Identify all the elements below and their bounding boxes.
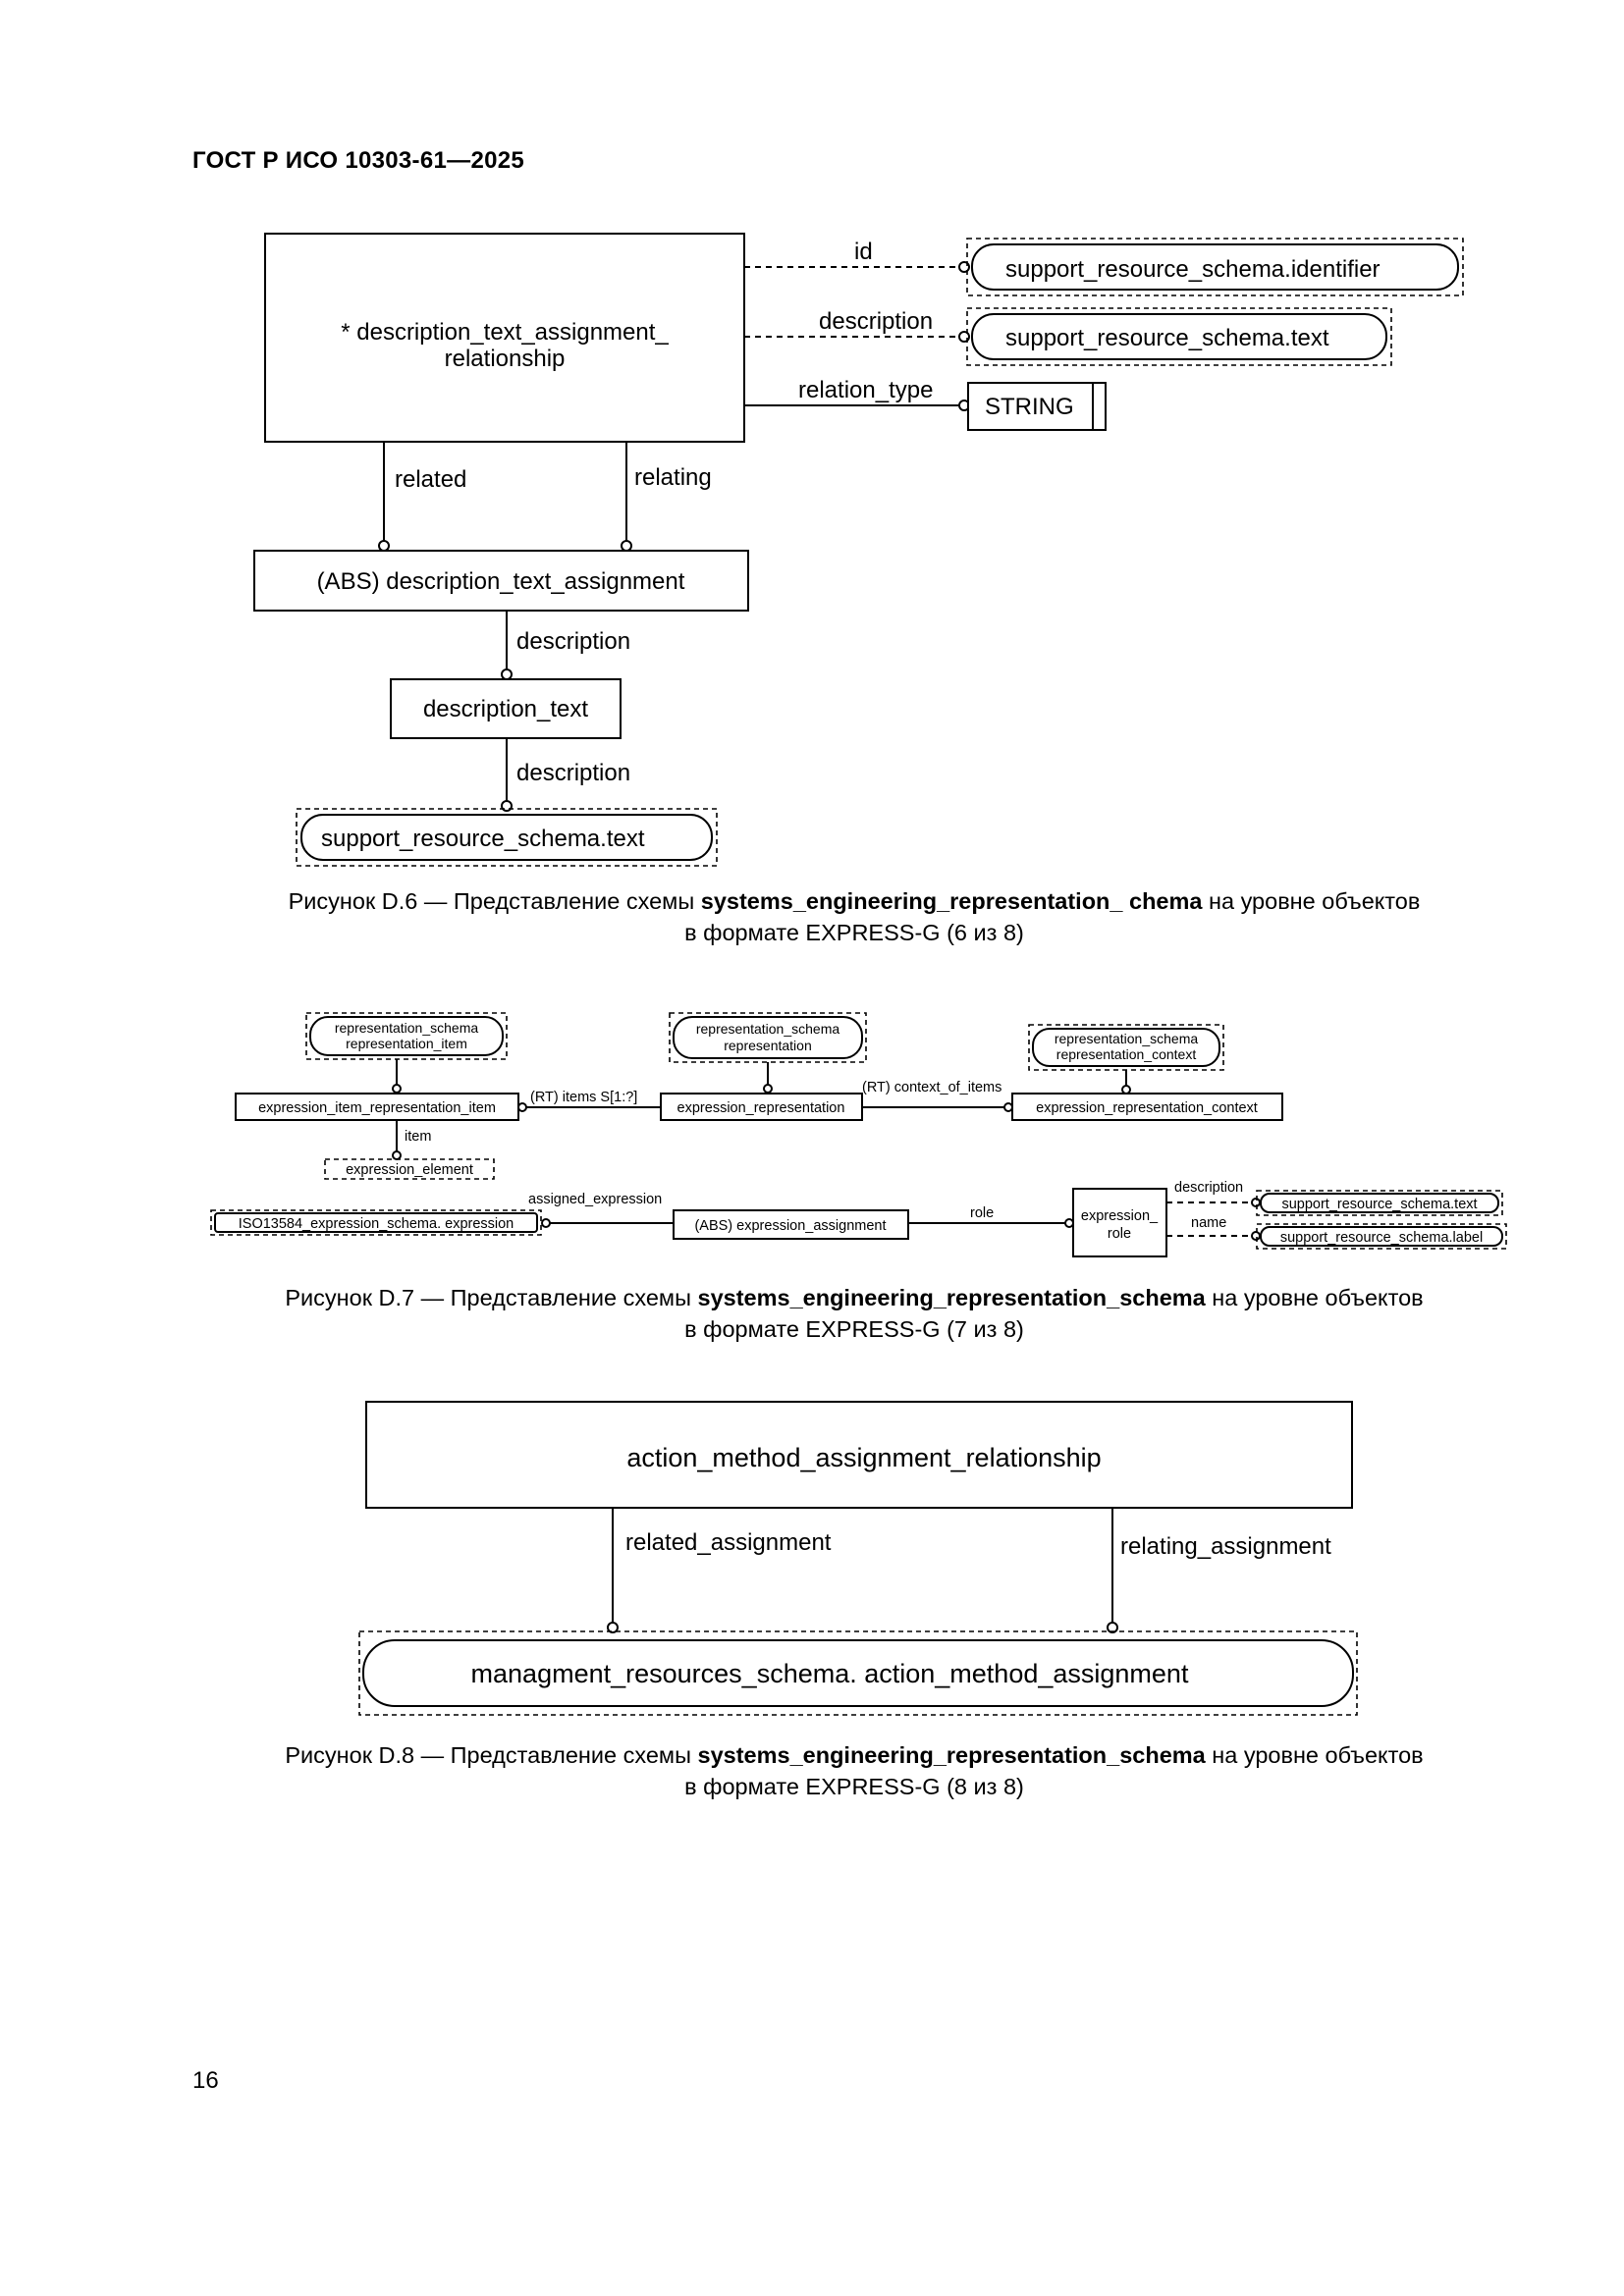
entity-action-method-assignment-relationship bbox=[365, 1401, 1353, 1509]
ref-rep-2: representation bbox=[724, 1038, 812, 1053]
ref-rep-ctx-1: representation_schema bbox=[1055, 1031, 1199, 1046]
ref-identifier: support_resource_schema.identifier bbox=[1005, 256, 1380, 283]
entity-description-text bbox=[390, 678, 622, 739]
attr-description-2-label: description bbox=[516, 628, 630, 655]
attr-related-label: related bbox=[395, 466, 466, 493]
attr-item-label: item bbox=[405, 1129, 431, 1145]
figure-d7-diagram: representation_schema representation_ite… bbox=[210, 1012, 1507, 1257]
entity-abs-label: (ABS) description_text_assignment bbox=[317, 568, 685, 595]
attr-items-label: (RT) items S[1:?] bbox=[530, 1090, 637, 1105]
attr-description-label: description bbox=[1174, 1180, 1243, 1196]
figure-d8-diagram: action_method_assignment_relationship re… bbox=[358, 1401, 1358, 1716]
entity-erc-label: expression_representation_context bbox=[1036, 1100, 1258, 1116]
entity-expression-role bbox=[1072, 1188, 1167, 1257]
ref-rep-item-2: representation_item bbox=[346, 1036, 467, 1051]
ref-text-2: support_resource_schema.text bbox=[321, 826, 645, 852]
entity-expression-representation-context bbox=[1011, 1093, 1283, 1121]
entity-abs-description-text-assignment bbox=[253, 550, 749, 612]
entity-er-label: expression_representation bbox=[677, 1100, 845, 1116]
attr-relating-assignment-label: relating_assignment bbox=[1120, 1533, 1331, 1560]
ref-iso-expression-label: ISO13584_expression_schema. expression bbox=[239, 1216, 514, 1232]
ref-frame-action-method-assignment bbox=[358, 1630, 1358, 1716]
page-number: 16 bbox=[192, 2067, 219, 2094]
entity-expression-representation bbox=[660, 1093, 863, 1121]
attr-related-assignment-label: related_assignment bbox=[625, 1529, 832, 1556]
entity-main-line1: * description_text_assignment_ bbox=[341, 319, 669, 346]
attr-role-label: role bbox=[970, 1205, 994, 1221]
ref-action-method-assignment-label: managment_resources_schema. action_metho… bbox=[471, 1659, 1189, 1688]
attr-assigned-expression-label: assigned_expression bbox=[528, 1192, 662, 1207]
entity-role-1: expression_ bbox=[1081, 1208, 1159, 1224]
entity-abs-expression-assignment bbox=[673, 1209, 909, 1240]
ref-frame-text bbox=[966, 307, 1392, 366]
ref-srs-label-label: support_resource_schema.label bbox=[1280, 1230, 1483, 1246]
entity-main-line2: relationship bbox=[445, 346, 566, 372]
ref-frame-srs-text bbox=[1256, 1190, 1503, 1216]
type-string: STRING bbox=[985, 394, 1074, 420]
figure-d6-caption: Рисунок D.6 — Представление схемы system… bbox=[288, 888, 1421, 945]
entity-role-2: role bbox=[1108, 1226, 1131, 1242]
ref-expression-element bbox=[324, 1158, 495, 1180]
attr-description-3-label: description bbox=[516, 760, 630, 786]
ref-rep-item-1: representation_schema bbox=[335, 1020, 479, 1036]
type-string-box bbox=[967, 382, 1107, 431]
entity-eiri-label: expression_item_representation_item bbox=[258, 1100, 496, 1116]
attr-relating-label: relating bbox=[634, 464, 712, 491]
ref-rep-ctx-2: representation_context bbox=[1056, 1046, 1197, 1062]
attr-relation-type-label: relation_type bbox=[798, 377, 933, 403]
attr-context-label: (RT) context_of_items bbox=[862, 1080, 1001, 1095]
ref-frame-rep bbox=[669, 1012, 867, 1063]
attr-description-label: description bbox=[819, 308, 933, 335]
figure-d6-diagram: * description_text_assignment_ relations… bbox=[253, 233, 1464, 867]
attr-name-label: name bbox=[1191, 1215, 1226, 1231]
entity-description-text-assignment-relationship bbox=[264, 233, 745, 443]
ref-srs-text-label: support_resource_schema.text bbox=[1281, 1197, 1477, 1212]
ref-expression-element-label: expression_element bbox=[346, 1162, 473, 1178]
ref-rep-1: representation_schema bbox=[696, 1021, 840, 1037]
entity-description-text-label: description_text bbox=[423, 696, 588, 722]
figure-d8-caption: Рисунок D.8 — Представление схемы system… bbox=[285, 1742, 1424, 1799]
page-header: ГОСТ Р ИСО 10303-61—2025 bbox=[192, 147, 525, 174]
ref-frame-rep-item bbox=[305, 1012, 508, 1060]
figure-d7-caption: Рисунок D.7 — Представление схемы system… bbox=[285, 1285, 1424, 1342]
attr-id-label: id bbox=[854, 239, 873, 265]
ref-text: support_resource_schema.text bbox=[1005, 325, 1329, 351]
entity-amar-label: action_method_assignment_relationship bbox=[626, 1443, 1101, 1472]
entity-abs-ea-label: (ABS) expression_assignment bbox=[694, 1218, 886, 1234]
ref-frame-identifier bbox=[966, 238, 1464, 296]
ref-frame-srs-label bbox=[1256, 1223, 1507, 1250]
